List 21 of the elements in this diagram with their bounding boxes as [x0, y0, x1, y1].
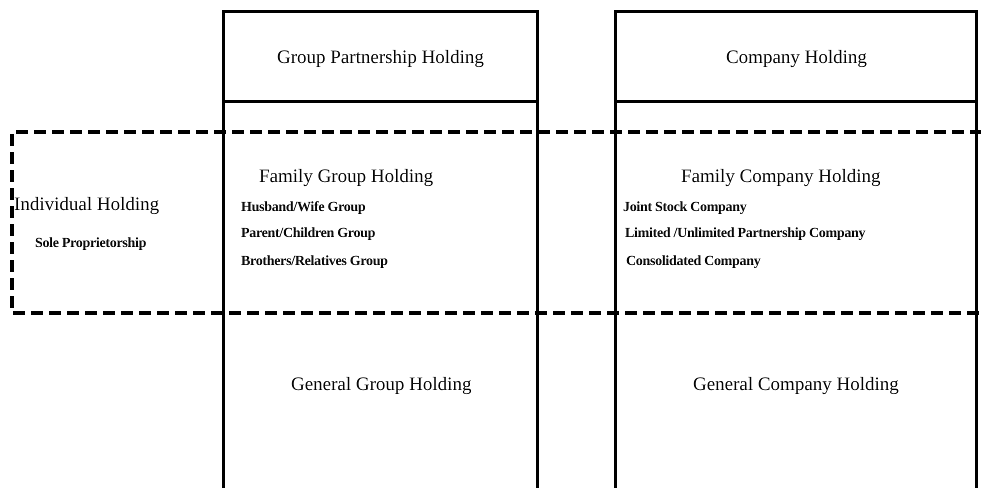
column-cell [614, 312, 978, 488]
heading-text: General Company Holding [693, 374, 899, 396]
heading-text: Group Partnership Holding [277, 47, 484, 69]
heading-text: Individual Holding [14, 194, 160, 216]
header-cell [614, 10, 978, 103]
heading-text: Family Group Holding [259, 166, 434, 188]
heading-text: Company Holding [726, 47, 867, 69]
item-text: Joint Stock Company [623, 200, 746, 216]
item-text: Brothers/Relatives Group [241, 254, 388, 270]
heading-text: Family Company Holding [681, 166, 880, 188]
item-text: Consolidated Company [626, 254, 760, 270]
dashed-band [10, 130, 981, 315]
item-text: Husband/Wife Group [241, 200, 366, 216]
heading-text: General Group Holding [291, 374, 472, 396]
column-cell [222, 312, 539, 488]
item-text: Parent/Children Group [241, 226, 376, 242]
column-cell [222, 100, 539, 314]
item-text: Limited /Unlimited Partnership Company [625, 226, 866, 242]
header-cell [222, 10, 539, 103]
item-text: Sole Proprietorship [35, 236, 146, 252]
column-cell [614, 100, 978, 314]
